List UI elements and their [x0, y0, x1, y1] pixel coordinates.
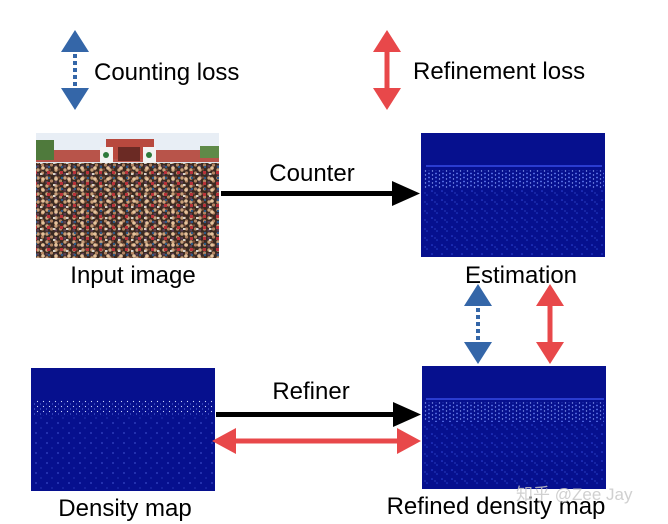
input-image-label: Input image [70, 262, 195, 289]
counting-loss-label: Counting loss [94, 59, 239, 86]
refiner-arrow-label: Refiner [272, 378, 349, 405]
watermark-text: 知乎 @Zee Jay [516, 485, 633, 504]
density-map-label: Density map [58, 495, 191, 522]
estimation-density-map [421, 133, 605, 257]
input-crowd-image [36, 133, 219, 258]
estimation-counting-loss-arrow [464, 284, 492, 364]
estimation-label: Estimation [465, 262, 577, 289]
solid-double-arrow-icon [373, 30, 401, 110]
refinement-loss-label: Refinement loss [413, 58, 585, 85]
counter-arrow [221, 181, 420, 206]
refiner-arrow [216, 402, 421, 427]
ground-truth-density-map [31, 368, 215, 491]
density-refinement-loss-arrow [212, 428, 421, 454]
estimation-refinement-loss-arrow [536, 284, 564, 364]
dashed-double-arrow-icon [61, 30, 89, 110]
counter-arrow-label: Counter [269, 160, 354, 187]
refined-density-map-label: Refined density map [387, 493, 606, 520]
refined-density-map [422, 366, 606, 489]
